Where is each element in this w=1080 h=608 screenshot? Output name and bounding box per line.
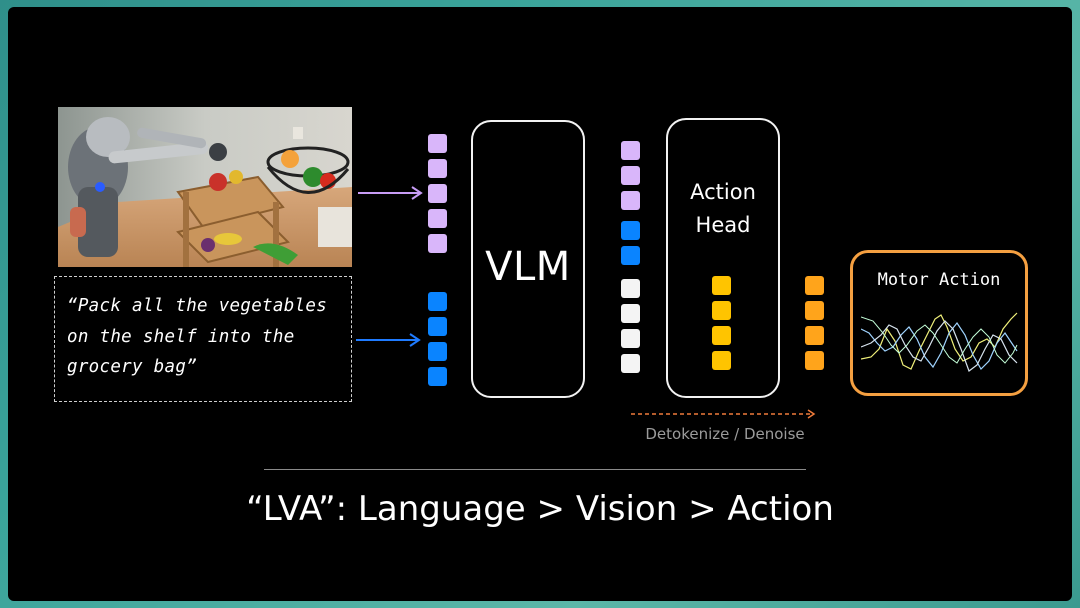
vision-token [621, 166, 640, 185]
detokenize-arrow [631, 409, 816, 419]
language-token [428, 292, 447, 311]
divider-line [264, 469, 806, 470]
detokenize-label: Detokenize / Denoise [645, 425, 805, 443]
output-token [805, 351, 824, 370]
slide: “Pack all the vegetables on the shelf in… [8, 7, 1072, 601]
action-head-label: Action Head [668, 176, 778, 242]
latent-token [621, 279, 640, 298]
action-token [712, 301, 731, 320]
action-token [712, 351, 731, 370]
vision-token [428, 134, 447, 153]
output-token [805, 276, 824, 295]
action-head-block: Action Head [666, 118, 780, 398]
language-token [428, 367, 447, 386]
output-token [805, 326, 824, 345]
language-token [621, 221, 640, 240]
motor-action-box: Motor Action [850, 250, 1028, 396]
motor-trajectory-plot [861, 312, 1018, 372]
output-token [805, 301, 824, 320]
slide-tagline: “LVA”: Language > Vision > Action [246, 489, 834, 529]
motor-action-label: Motor Action [877, 270, 1001, 290]
action-token [712, 326, 731, 345]
language-token [621, 246, 640, 265]
language-token [428, 342, 447, 361]
latent-token [621, 304, 640, 323]
vision-token [428, 234, 447, 253]
language-prompt-box: “Pack all the vegetables on the shelf in… [54, 276, 352, 402]
vision-token [621, 191, 640, 210]
latent-token [621, 354, 640, 373]
vision-token [621, 141, 640, 160]
robot-photo [58, 107, 352, 267]
vlm-label: VLM [485, 244, 571, 290]
prompt-line-3: grocery bag” [67, 357, 198, 377]
vision-token [428, 159, 447, 178]
image-arrow [358, 186, 423, 200]
connector-arrows [356, 186, 816, 419]
prompt-line-2: on the shelf into the [67, 326, 295, 347]
vision-token [428, 184, 447, 203]
vlm-block: VLM [471, 120, 585, 398]
vision-token [428, 209, 447, 228]
language-token [428, 317, 447, 336]
action-head-line-2: Head [695, 213, 751, 237]
latent-token [621, 329, 640, 348]
text-arrow [356, 333, 421, 347]
action-token [712, 276, 731, 295]
action-head-line-1: Action [690, 180, 756, 204]
prompt-line-1: “Pack all the vegetables [67, 296, 328, 316]
